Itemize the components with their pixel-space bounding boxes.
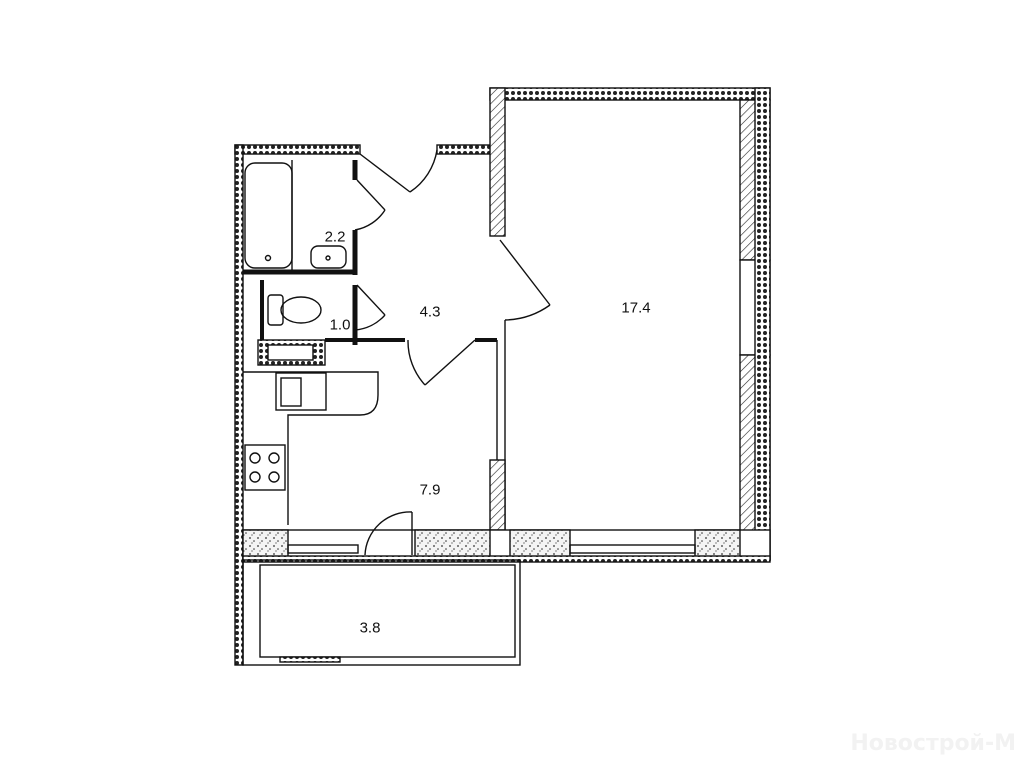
wall-top-bath <box>234 144 361 155</box>
door-entrance <box>359 149 438 193</box>
kitchen-counter <box>243 371 379 525</box>
door-living <box>499 239 551 321</box>
area-label-bathroom: 2.2 <box>324 228 346 246</box>
area-label-hallway: 4.3 <box>419 303 441 321</box>
toilet-fixture <box>267 294 322 326</box>
wall-top-living <box>489 87 771 101</box>
area-label-balcony: 3.8 <box>359 619 381 637</box>
door-toilet <box>354 284 386 331</box>
wall-left <box>234 144 244 666</box>
bathtub <box>244 162 293 269</box>
watermark: Новострой-М <box>850 731 1016 756</box>
wall-right-outer <box>754 87 771 561</box>
door-kitchen <box>407 339 476 386</box>
area-label-kitchen: 7.9 <box>419 481 441 499</box>
area-label-toilet: 1.0 <box>329 316 351 334</box>
kitchen-sink <box>275 372 327 411</box>
wall-living-left <box>489 87 506 237</box>
stove <box>244 444 286 491</box>
wall-top-hall <box>436 144 496 155</box>
sink <box>310 245 347 269</box>
balcony-outline <box>242 559 521 666</box>
door-balcony <box>364 511 413 556</box>
door-bathroom <box>354 179 386 231</box>
area-label-living-room: 17.4 <box>621 299 651 317</box>
